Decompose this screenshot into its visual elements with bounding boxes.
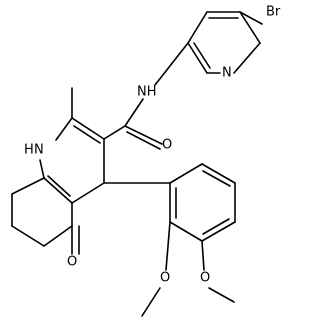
bonds [11,11,263,317]
molecule-diagram: Br NH N O H N O O O [11,5,281,317]
atom-labels: Br NH N O H N O O O [24,5,281,286]
ring-n-label: N [34,143,44,158]
bond-n1-c8a [39,159,45,179]
bond-ome2-me [208,287,235,303]
bond-ome1-me [141,287,161,317]
bond-ar-4b [202,218,230,235]
bond-c6-c5 [43,225,73,247]
bond-c7-c6 [11,225,45,247]
pyridine-n-label: N [222,66,232,81]
bond-ar-4 [201,221,236,242]
bond-pyr-1 [239,11,263,25]
bond-pyr-6 [233,42,261,74]
bond-ar-2b [202,170,231,187]
methoxy-o-label-1: O [160,271,170,286]
ring-nh-h-label: H [24,143,34,158]
ketone-o-label: O [67,255,77,270]
bond-nh-co [124,98,144,127]
bond-pyr-4 [187,42,208,74]
amide-o-label: O [162,138,172,153]
bond-pyr-nh [154,42,189,86]
bond-c3-c2-b [73,125,101,144]
bond-c3-c2 [71,117,105,140]
bond-c2-n1 [55,117,73,141]
bond-c8a-c8 [11,177,45,195]
bond-co-c3 [103,125,126,140]
bond-pyr-7 [239,11,261,44]
bond-pyr-4b [193,42,211,69]
methoxy-o-label-2: O [200,271,210,286]
bromine-label: Br [266,5,281,20]
bond-co-o-b [126,131,161,150]
bond-ome1 [165,221,171,271]
bond-c4a-c8a-b [47,175,71,197]
bond-ar-5 [169,221,203,242]
bond-pyr-3 [187,11,208,44]
bond-ar-2 [201,163,236,184]
amide-nh-label: NH [137,85,157,100]
bond-ome2 [201,240,205,271]
bond-c4-c4a [71,182,105,204]
bond-c4a-c8a [43,177,73,204]
bond-ar-1 [169,163,203,184]
bond-co-o [124,125,163,145]
